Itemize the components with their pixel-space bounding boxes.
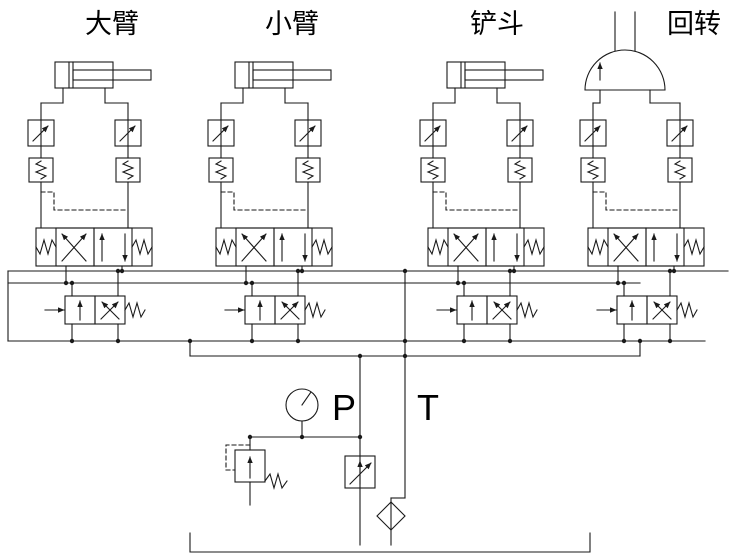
stick-cylinder-lines [220, 87, 309, 121]
stick-label: 小臂 [265, 9, 319, 40]
tank-port-label: T [417, 387, 439, 428]
return-filter [376, 501, 406, 546]
boom-cylinder [54, 61, 152, 89]
pressure-line: P [332, 353, 363, 546]
pressure-port-label: P [332, 387, 356, 428]
swing-motor [584, 11, 681, 121]
bucket-cylinder [446, 61, 544, 89]
swing-label: 回转 [667, 9, 721, 40]
stick-valve-stack [208, 120, 332, 343]
swing-valve-stack [580, 120, 704, 343]
bucket-label: 铲斗 [470, 9, 524, 40]
boom-label: 大臂 [85, 9, 139, 40]
stick-cylinder [234, 61, 332, 89]
bucket-cylinder-lines [432, 87, 521, 121]
manifold-lines [7, 270, 729, 357]
main-relief-valve [344, 455, 376, 489]
bucket-valve-stack [420, 120, 544, 343]
pressure-gauge [247, 388, 363, 440]
boom-cylinder-lines [40, 87, 129, 121]
tank [189, 532, 591, 553]
boom-valve-stack [28, 120, 152, 343]
pilot-relief-valve [225, 436, 288, 506]
tank-line: T [390, 268, 439, 503]
